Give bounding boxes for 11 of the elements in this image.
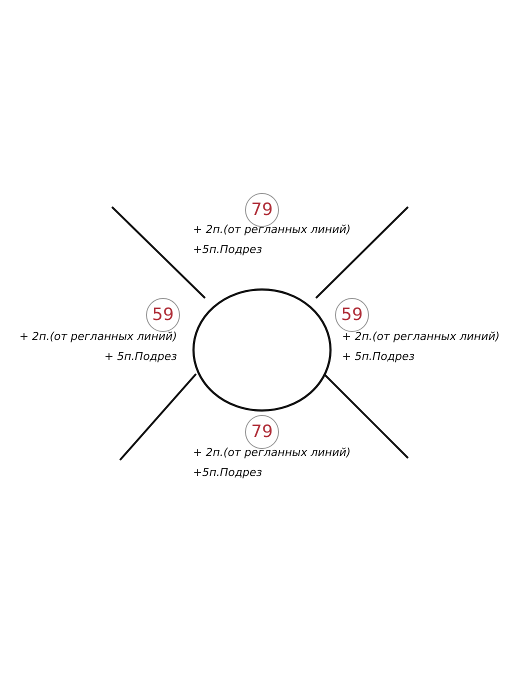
stitch-count-circle: 59	[146, 298, 180, 332]
stitch-note: +5п.Подрез	[193, 242, 262, 258]
stitch-note: + 2п.(от регланных линий)	[19, 329, 177, 345]
stitch-count-circle: 79	[245, 193, 279, 227]
stitch-note: +5п.Подрез	[193, 465, 262, 481]
stitch-note: + 5п.Подрез	[104, 349, 177, 365]
stitch-note: + 5п.Подрез	[342, 349, 415, 365]
stitch-count-circle: 59	[335, 298, 369, 332]
stitch-note: + 2п.(от регланных линий)	[342, 329, 500, 345]
neckline-circle	[192, 288, 332, 412]
stitch-count-circle: 79	[245, 415, 279, 449]
